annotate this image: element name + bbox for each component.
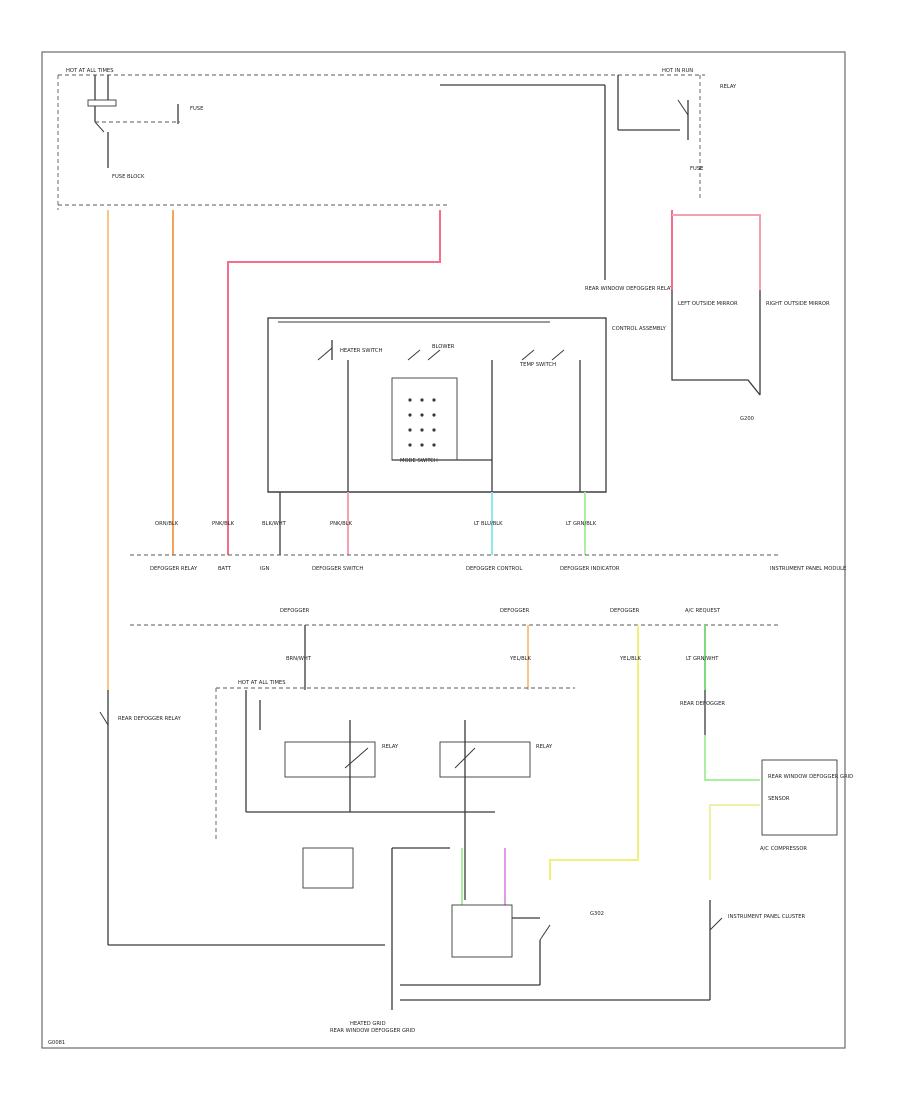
rear-def-label: REAR DEFOGGER (680, 701, 725, 707)
fuse-top-label: FUSE (190, 106, 203, 112)
relay-top-label: RELAY (720, 84, 737, 90)
conn-label-2: BATT (218, 566, 232, 572)
wire-light-pink-right (672, 214, 761, 290)
wire-light-yellow (709, 804, 760, 880)
wire-small-4: LT GRN/WHT (686, 656, 719, 662)
conn-label-4: DEFOGGER SWITCH (312, 566, 363, 572)
blower-label: BLOWER (432, 344, 455, 350)
heater-switch-label: HEATER SWITCH (340, 348, 382, 354)
ground-right-label: G200 (740, 416, 754, 422)
conn-label-1: DEFOGGER RELAY (150, 566, 198, 572)
conn-label-6: DEFOGGER INDICATOR (560, 566, 620, 572)
control-assembly-label: CONTROL ASSEMBLY (612, 326, 667, 332)
fuse-block-label: FUSE BLOCK (112, 174, 145, 180)
diagram-border (41, 51, 846, 1049)
hot-b-label: HOT AT ALL TIMES (238, 680, 286, 686)
wire-label-3: BLK/WHT (262, 521, 287, 527)
wire-label-4: PNK/BLK (330, 521, 353, 527)
wire-yellow (549, 625, 639, 880)
left-mirror-label: LEFT OUTSIDE MIRROR (678, 301, 738, 307)
wire-small-1: BRN/WHT (286, 656, 312, 662)
fuse-lower-label: REAR DEFOGGER RELAY (118, 716, 182, 722)
rear-def-grid-box (761, 759, 838, 836)
wire-label-2: PNK/BLK (212, 521, 235, 527)
ret-relay-label: REAR WINDOW DEFOGGER RELAY (585, 286, 674, 292)
hot-all-label: HOT AT ALL TIMES (66, 68, 114, 74)
hot-run-label: HOT IN RUN (662, 68, 693, 74)
wire-label-6: LT GRN/BLK (566, 521, 597, 527)
wire-light-green-2 (704, 735, 760, 781)
sig-label-1: DEFOGGER (280, 608, 310, 614)
bottom-grid-label: HEATED GRID (350, 1021, 386, 1027)
ac-compressor-label: A/C COMPRESSOR (760, 846, 807, 852)
wire-pink (227, 210, 441, 555)
ipc-label: INSTRUMENT PANEL CLUSTER (728, 914, 806, 920)
ipm-label: INSTRUMENT PANEL MODULE (770, 566, 846, 572)
relay-left-label: RELAY (382, 744, 399, 750)
wire-small-3: YEL/BLK (619, 656, 642, 662)
wire-small-2: YEL/BLK (509, 656, 532, 662)
sensor-label: SENSOR (768, 796, 790, 802)
conn-label-3: IGN (260, 566, 270, 572)
relay-right-label: RELAY (536, 744, 553, 750)
temp-switch-label: TEMP SWITCH (519, 362, 556, 368)
rear-def-grid-label: REAR WINDOW DEFOGGER GRID (768, 774, 853, 780)
grd-b-label: G302 (590, 911, 604, 917)
footer-label: G0081 (48, 1040, 65, 1046)
fuse-right-label: FUSE (690, 166, 703, 172)
wire-label-1: ORN/BLK (155, 521, 179, 527)
sig-label-3: DEFOGGER (610, 608, 640, 614)
bottom-note-label: REAR WINDOW DEFOGGER GRID (330, 1028, 415, 1034)
sig-label-4: A/C REQUEST (685, 608, 721, 614)
mode-switch-label: MODE SWITCH (400, 458, 438, 464)
wire-label-5: LT BLU/BLK (474, 521, 503, 527)
conn-label-5: DEFOGGER CONTROL (466, 566, 522, 572)
sig-label-2: DEFOGGER (500, 608, 530, 614)
right-mirror-label: RIGHT OUTSIDE MIRROR (766, 301, 830, 307)
